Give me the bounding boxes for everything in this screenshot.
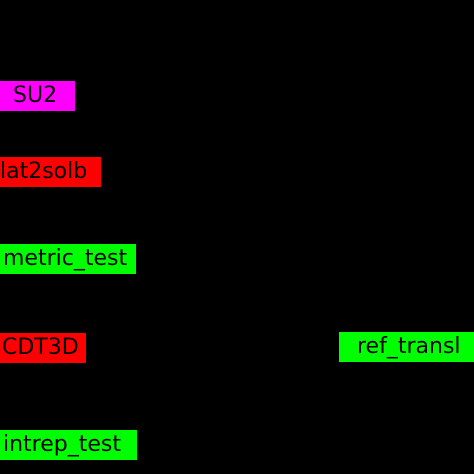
node-su2: SU2: [0, 81, 75, 111]
node-metric-test: metric_test: [0, 244, 136, 274]
node-metric-test-label: metric_test: [3, 246, 128, 271]
node-ref-transl-label: ref_transl: [357, 334, 461, 359]
node-lat2solb-label: lat2solb: [0, 159, 88, 184]
node-intrep-test-label: intrep_test: [3, 432, 121, 457]
node-ref-transl: ref_transl: [339, 332, 474, 362]
node-lat2solb: lat2solb: [0, 157, 101, 187]
node-cdt3d-label: CDT3D: [2, 335, 79, 360]
node-intrep-test: intrep_test: [0, 430, 137, 460]
node-cdt3d: CDT3D: [0, 333, 86, 363]
node-su2-label: SU2: [13, 83, 58, 108]
